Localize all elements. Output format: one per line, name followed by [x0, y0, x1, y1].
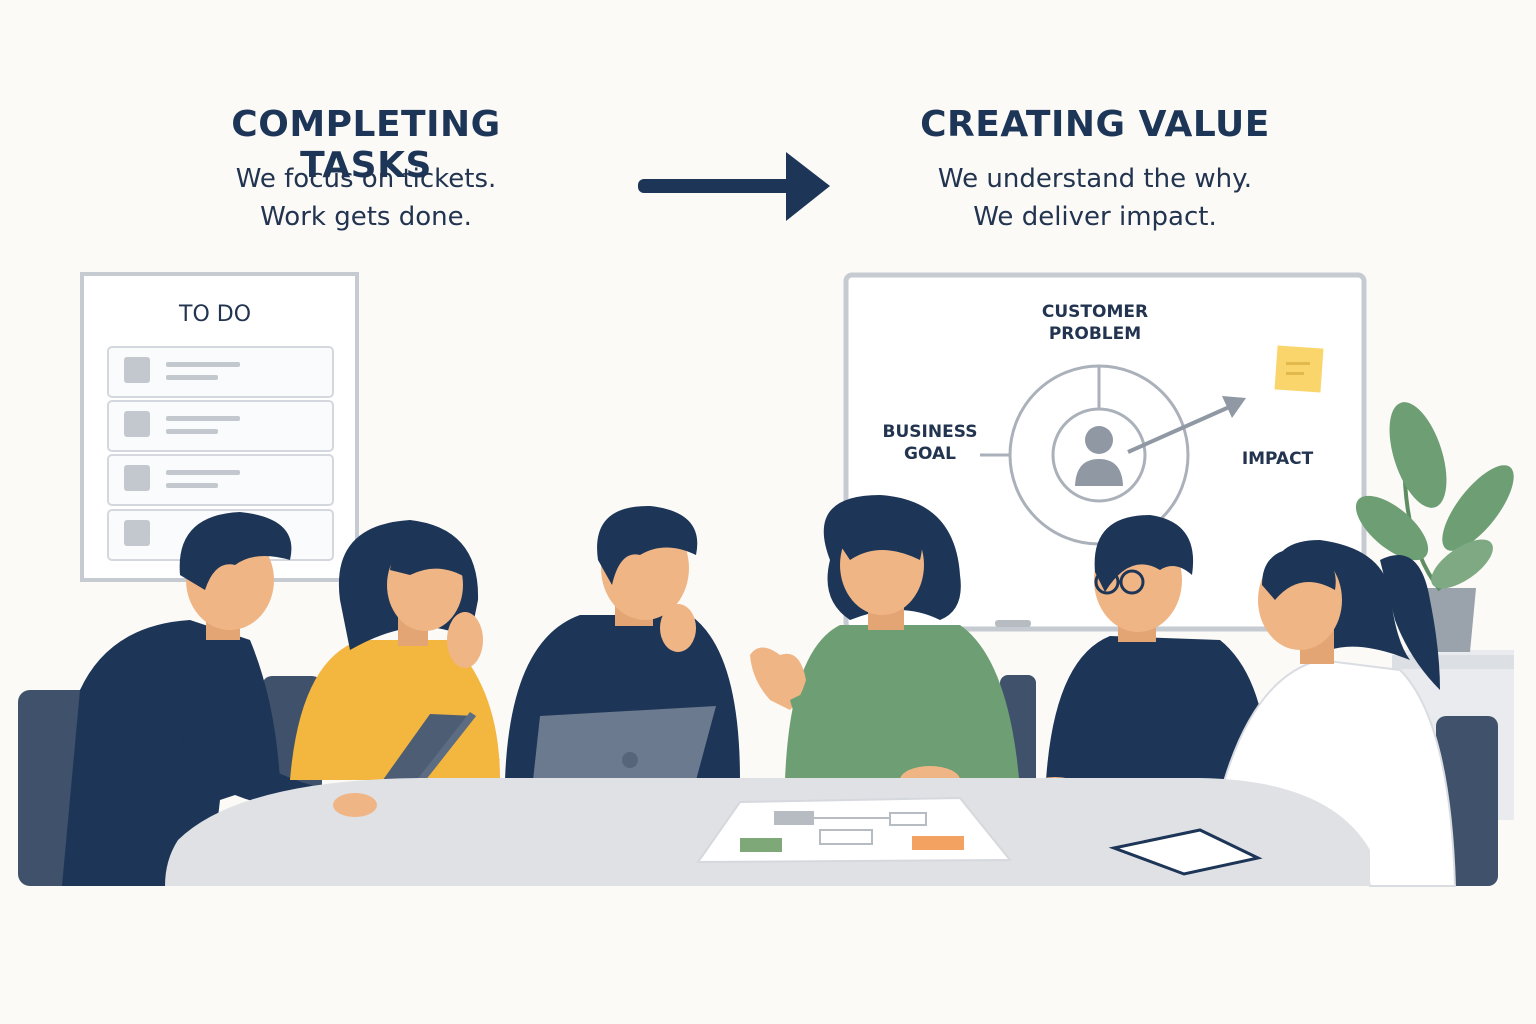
business-goal-label: BUSINESS GOAL [870, 421, 990, 465]
todo-board-title: TO DO [179, 302, 252, 327]
customer-problem-label: CUSTOMER PROBLEM [1020, 301, 1170, 345]
right-line-2: We deliver impact. [973, 202, 1217, 232]
business-goal-line-2: GOAL [904, 444, 956, 464]
arrow-icon [638, 152, 830, 221]
target-arrow-icon [1127, 396, 1246, 454]
diagram-paper [696, 796, 1013, 864]
person-typing [62, 512, 370, 886]
typing-hands [333, 793, 377, 817]
notebook [1108, 828, 1263, 876]
customer-problem-line-2: PROBLEM [1048, 324, 1142, 344]
customer-problem-line-1: CUSTOMER [1041, 302, 1149, 322]
left-line-2: Work gets done. [260, 202, 472, 232]
left-subtext: We focus on tickets. Work gets done. [166, 160, 566, 236]
glasses-icon [1094, 569, 1145, 595]
todo-card [107, 454, 334, 506]
sticky-note [1274, 345, 1324, 393]
person-writing [1164, 540, 1457, 887]
user-icon [1075, 426, 1123, 486]
left-heading: COMPLETING TASKS [231, 104, 501, 186]
todo-card [107, 346, 334, 398]
left-line-1: We focus on tickets. [235, 164, 497, 194]
person-explaining [750, 495, 1020, 794]
value-whiteboard [843, 272, 1367, 632]
right-subtext: We understand the why. We deliver impact… [890, 160, 1300, 236]
business-goal-line-1: BUSINESS [882, 422, 978, 442]
impact-label: IMPACT [1241, 449, 1314, 469]
right-line-1: We understand the why. [937, 164, 1253, 194]
right-heading: CREATING VALUE [920, 104, 1270, 145]
todo-card [107, 400, 334, 452]
